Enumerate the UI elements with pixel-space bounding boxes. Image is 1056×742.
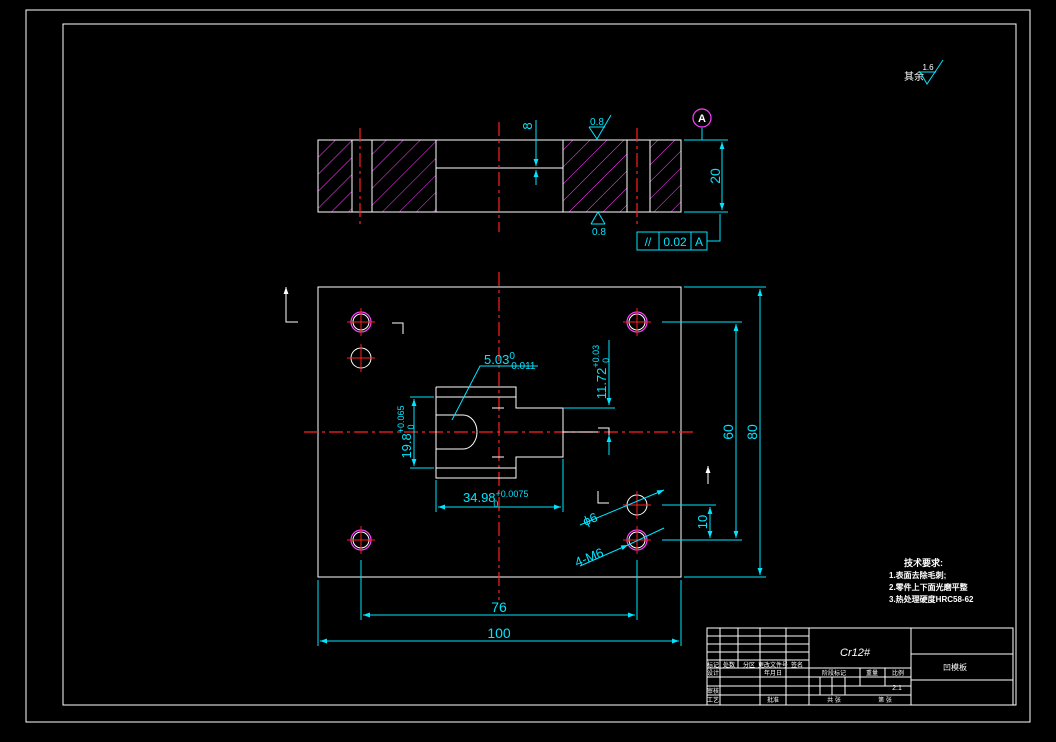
sheet-of-label: 第 张: [878, 696, 892, 704]
parallelism-value: 0.02: [663, 235, 687, 249]
outer-frame: [25, 9, 1031, 723]
dim-60: 60: [720, 424, 736, 440]
cavity-outline: [435, 386, 598, 479]
dim-slot-width: 5.030-0.011: [484, 351, 536, 372]
dim-opening: 19.8+0.0650: [396, 405, 416, 458]
sheet-label: 共 张: [827, 696, 841, 704]
col-label-zone: 分区: [743, 661, 755, 669]
dim-thickness-label: 20: [707, 168, 723, 184]
notes-item-1: 1.表面去除毛刺;: [889, 570, 946, 580]
dim-depth-label: 8: [520, 122, 535, 129]
general-roughness: 其余 1.6: [904, 59, 944, 85]
stage-label: 阶段标记: [822, 669, 846, 677]
col-label-count: 处数: [723, 661, 735, 669]
dim-thread: 4-M6: [573, 545, 606, 570]
col-label-date: 年月日: [764, 669, 782, 677]
hatch-left-2: [372, 140, 436, 212]
notes-item-3: 3.热处理硬度HRC58-62: [889, 594, 974, 604]
parallelism-frame: [636, 214, 721, 251]
row-label-design: 设计: [707, 669, 719, 677]
dim-100: 100: [487, 625, 511, 641]
dim-10: 10: [695, 515, 710, 529]
hatch-right-1: [563, 140, 627, 212]
notes-item-2: 2.零件上下面光磨平整: [889, 582, 968, 592]
dim-76: 76: [491, 599, 507, 615]
row-label-review: 审核: [707, 687, 719, 695]
notes-title: 技术要求:: [904, 557, 943, 568]
scale-value: 2:1: [892, 685, 902, 692]
roughness-top-label: 0.8: [590, 117, 604, 128]
part-name-label: 凹模板: [943, 662, 967, 672]
scale-label: 比例: [892, 669, 904, 677]
roughness-symbol-bottom: [590, 211, 606, 225]
roughness-general-value: 1.6: [922, 63, 934, 72]
inner-frame: [62, 23, 1017, 706]
material-label: Cr12#: [840, 647, 871, 659]
roughness-general-label: 其余: [904, 70, 924, 83]
roughness-bottom-label: 0.8: [592, 227, 606, 238]
plan-view: 5.030-0.011 11.72+0.030 19.8+0.0650 34.9…: [283, 272, 766, 646]
title-block-text: Cr12# 凹模板 2:1 标记 设计 审核 工艺 处数 分区 更改文件号 签名…: [707, 647, 967, 704]
col-label-sign: 签名: [791, 661, 803, 669]
row-label-mark: 标记: [707, 661, 719, 669]
datum-a-circle: [692, 108, 712, 128]
hatch-right-2: [650, 140, 681, 212]
approve-label: 批准: [767, 696, 779, 704]
hatch-left-1: [318, 140, 352, 212]
parallelism-symbol: //: [645, 235, 652, 249]
col-label-file: 更改文件号: [758, 661, 788, 669]
weight-label: 重量: [866, 669, 878, 677]
dim-slot-height: 11.72+0.030: [591, 345, 611, 399]
row-label-process: 工艺: [707, 696, 719, 704]
title-block: [706, 627, 1014, 706]
dim-hole-dia: ϕ6: [581, 509, 600, 528]
section-view: 8 20 A 0.8 0.8 // 0.: [317, 108, 728, 251]
datum-a-label: A: [698, 113, 706, 125]
technical-notes: 技术要求: 1.表面去除毛刺; 2.零件上下面光磨平整 3.热处理硬度HRC58…: [889, 557, 974, 604]
roughness-symbol-top: [588, 114, 612, 140]
dim-80: 80: [744, 424, 760, 440]
parallelism-datum: A: [695, 235, 703, 249]
